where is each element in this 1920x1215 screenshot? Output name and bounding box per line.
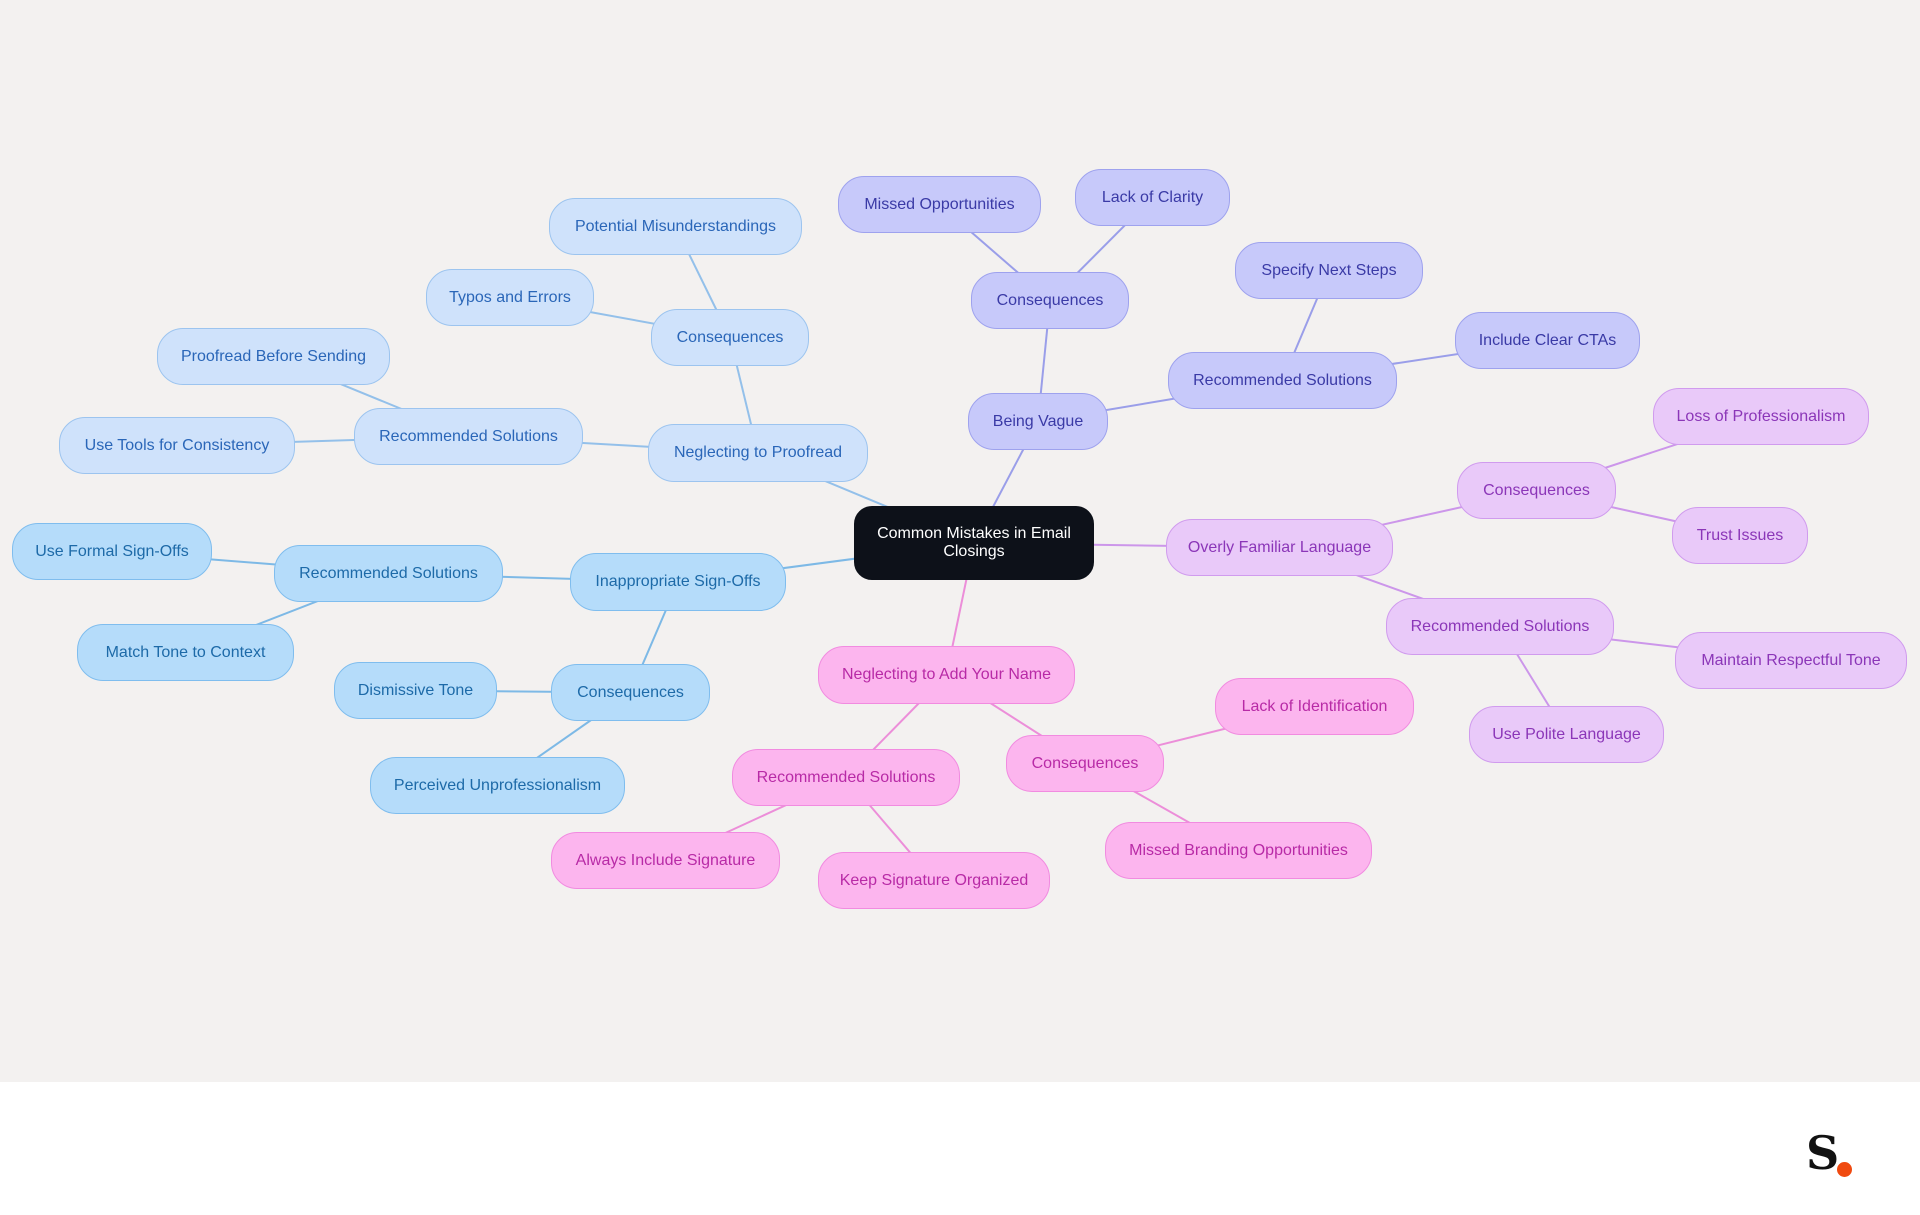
node-so_s2[interactable]: Match Tone to Context [77,624,294,681]
footer [0,1082,1920,1215]
node-va_c1[interactable]: Missed Opportunities [838,176,1041,233]
node-label: Recommended Solutions [756,768,936,786]
node-pr_sol[interactable]: Recommended Solutions [354,408,583,465]
node-so_c2[interactable]: Perceived Unprofessionalism [370,757,625,814]
node-name[interactable]: Neglecting to Add Your Name [818,646,1075,704]
node-vague[interactable]: Being Vague [968,393,1108,450]
node-fa_c2[interactable]: Trust Issues [1672,507,1808,564]
node-label: Missed Branding Opportunities [1129,841,1348,859]
node-label: Always Include Signature [575,851,756,869]
node-label: Inappropriate Sign-Offs [595,573,761,590]
node-proofread[interactable]: Neglecting to Proofread [648,424,868,482]
node-label: Consequences [676,328,784,346]
node-label: Neglecting to Add Your Name [841,666,1052,683]
node-label: Use Polite Language [1492,725,1641,743]
node-so_c1[interactable]: Dismissive Tone [334,662,497,719]
node-label: Perceived Unprofessionalism [393,776,602,794]
brand-logo-dot [1837,1162,1852,1177]
node-label: Recommended Solutions [1410,617,1590,635]
node-label: Being Vague [992,412,1084,430]
node-label: Use Tools for Consistency [84,436,270,454]
node-nm_cons[interactable]: Consequences [1006,735,1164,792]
node-label: Maintain Respectful Tone [1701,651,1881,669]
node-fa_s1[interactable]: Maintain Respectful Tone [1675,632,1907,689]
brand-logo-letter: S [1806,1126,1840,1180]
node-label: Match Tone to Context [105,643,266,661]
node-label: Recommended Solutions [1193,371,1372,389]
node-fa_c1[interactable]: Loss of Professionalism [1653,388,1869,445]
node-nm_c1[interactable]: Lack of Identification [1215,678,1414,735]
node-pr_c2[interactable]: Typos and Errors [426,269,594,326]
node-pr_s1[interactable]: Proofread Before Sending [157,328,390,385]
node-nm_s1[interactable]: Always Include Signature [551,832,780,889]
node-va_sol[interactable]: Recommended Solutions [1168,352,1397,409]
node-va_s1[interactable]: Specify Next Steps [1235,242,1423,299]
node-label: Consequences [1483,481,1590,499]
node-nm_c2[interactable]: Missed Branding Opportunities [1105,822,1372,879]
node-label: Include Clear CTAs [1478,331,1617,349]
node-label: Use Formal Sign-Offs [35,542,189,560]
node-label: Missed Opportunities [864,195,1015,213]
node-nm_s2[interactable]: Keep Signature Organized [818,852,1050,909]
node-label: Consequences [1031,754,1139,772]
node-fa_s2[interactable]: Use Polite Language [1469,706,1664,763]
node-label: Dismissive Tone [357,681,474,699]
node-label: Trust Issues [1696,526,1784,544]
node-label: Neglecting to Proofread [673,444,843,461]
node-label: Loss of Professionalism [1676,407,1846,425]
node-label: Common Mistakes in Email Closings [877,525,1071,560]
node-signoffs[interactable]: Inappropriate Sign-Offs [570,553,786,611]
node-label: Lack of Identification [1241,697,1388,715]
node-so_sol[interactable]: Recommended Solutions [274,545,503,602]
node-root[interactable]: Common Mistakes in Email Closings [854,506,1094,580]
node-va_s2[interactable]: Include Clear CTAs [1455,312,1640,369]
node-label: Lack of Clarity [1101,188,1204,206]
node-label: Consequences [577,683,684,701]
node-so_s1[interactable]: Use Formal Sign-Offs [12,523,212,580]
node-fa_sol[interactable]: Recommended Solutions [1386,598,1614,655]
node-label: Overly Familiar Language [1187,538,1372,556]
node-nm_sol[interactable]: Recommended Solutions [732,749,960,806]
node-fa_cons[interactable]: Consequences [1457,462,1616,519]
node-label: Typos and Errors [449,288,571,306]
node-pr_s2[interactable]: Use Tools for Consistency [59,417,295,474]
node-label: Proofread Before Sending [180,347,366,365]
node-label: Recommended Solutions [299,564,478,582]
node-so_cons[interactable]: Consequences [551,664,710,721]
node-label: Potential Misunderstandings [574,217,776,235]
node-pr_cons[interactable]: Consequences [651,309,809,366]
node-label: Specify Next Steps [1261,261,1397,279]
node-va_c2[interactable]: Lack of Clarity [1075,169,1230,226]
node-label: Recommended Solutions [379,427,558,445]
node-va_cons[interactable]: Consequences [971,272,1129,329]
brand-logo: S [1806,1130,1839,1176]
node-label: Consequences [996,291,1104,309]
node-label: Keep Signature Organized [839,871,1029,889]
node-pr_c1[interactable]: Potential Misunderstandings [549,198,802,255]
node-familiar[interactable]: Overly Familiar Language [1166,519,1393,576]
